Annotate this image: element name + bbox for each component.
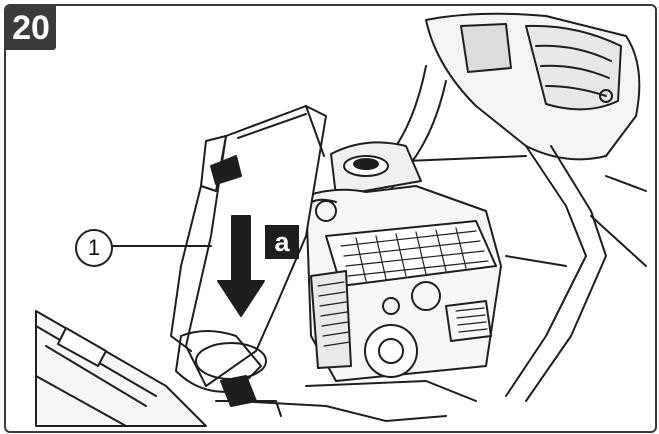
snow-thrower-line-drawing	[35, 12, 647, 427]
control-panel	[425, 12, 641, 161]
callout-number-1: 1	[75, 229, 113, 267]
figure-frame: 20	[4, 4, 657, 433]
down-arrow-icon	[217, 215, 265, 317]
engine	[305, 141, 502, 382]
auger-housing	[35, 310, 477, 427]
step-number-badge: 20	[6, 6, 56, 50]
callout-letter-a: a	[265, 225, 299, 259]
discharge-chute	[170, 105, 327, 417]
